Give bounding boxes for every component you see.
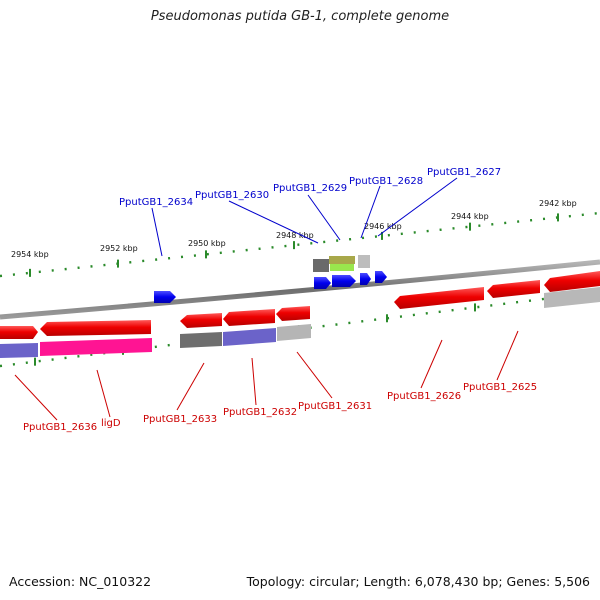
gene-arrow	[487, 280, 540, 298]
scale-labels: 2954 kbp 2952 kbp 2950 kbp 2948 kbp 2946…	[11, 199, 577, 259]
scale-label: 2948 kbp	[276, 231, 314, 240]
gene-label[interactable]: ligD	[101, 418, 121, 429]
gene-label[interactable]: PputGB1_2629	[273, 183, 347, 194]
inner-scale-ticks	[0, 211, 600, 278]
scale-label: 2952 kbp	[100, 244, 138, 253]
scale-label: 2954 kbp	[11, 250, 49, 259]
reverse-leader-lines	[14, 330, 519, 421]
gene-arrow	[544, 271, 600, 292]
gene-arrow	[360, 273, 371, 285]
genome-backbone	[0, 259, 600, 320]
scale-label: 2950 kbp	[188, 239, 226, 248]
gene-arrow	[332, 275, 356, 287]
forward-labels: PputGB1_2634 PputGB1_2630 PputGB1_2629 P…	[119, 167, 501, 208]
reverse-labels: PputGB1_2636 ligD PputGB1_2633 PputGB1_2…	[23, 382, 537, 433]
reverse-genes[interactable]	[0, 271, 600, 339]
gene-label[interactable]: PputGB1_2628	[349, 176, 423, 187]
gene-label[interactable]: PputGB1_2633	[143, 414, 217, 425]
forward-leader-lines	[151, 177, 458, 257]
map-title: Pseudomonas putida GB-1, complete genome	[150, 9, 450, 24]
gene-arrow	[0, 326, 38, 339]
feature-bars[interactable]	[0, 287, 600, 358]
gene-arrow	[375, 271, 387, 283]
accession-text: Accession: NC_010322	[9, 574, 152, 589]
gene-label[interactable]: PputGB1_2626	[387, 391, 461, 402]
forward-genes[interactable]	[154, 271, 387, 303]
gene-arrow	[314, 277, 331, 289]
gene-arrow	[180, 313, 222, 328]
gene-label[interactable]: PputGB1_2632	[223, 407, 297, 418]
gene-label[interactable]: PputGB1_2631	[298, 401, 372, 412]
scale-label: 2942 kbp	[539, 199, 577, 208]
scale-label: 2944 kbp	[451, 212, 489, 221]
gene-arrow	[276, 306, 310, 321]
gene-arrow	[394, 287, 484, 309]
gene-arrow	[40, 320, 151, 336]
gene-label[interactable]: PputGB1_2636	[23, 422, 97, 433]
gene-label[interactable]: PputGB1_2627	[427, 167, 501, 178]
topology-text: Topology: circular; Length: 6,078,430 bp…	[246, 574, 590, 589]
gene-label[interactable]: PputGB1_2634	[119, 197, 193, 208]
gene-arrow	[154, 291, 176, 303]
gene-label[interactable]: PputGB1_2625	[463, 382, 537, 393]
scale-label: 2946 kbp	[364, 222, 402, 231]
gene-arrow	[223, 309, 275, 326]
gene-label[interactable]: PputGB1_2630	[195, 190, 269, 201]
forward-feature-boxes[interactable]	[313, 255, 370, 272]
